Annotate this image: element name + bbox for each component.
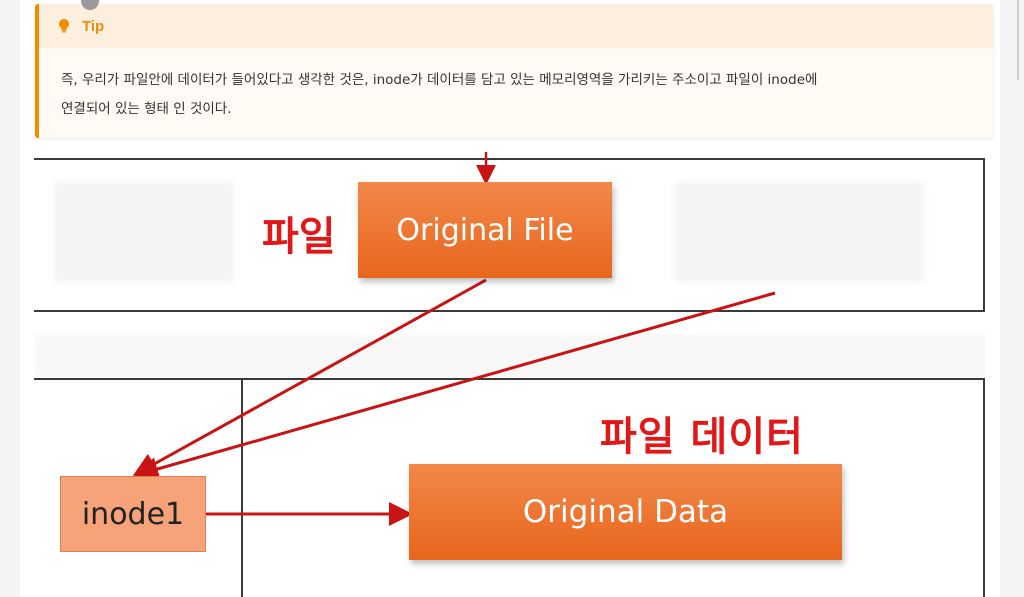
tip-text-line-1: 즉, 우리가 파일안에 데이터가 들어있다고 생각한 것은, inode가 데이… — [61, 72, 818, 88]
scrollbar-thumb[interactable] — [1017, 0, 1019, 80]
lightbulb-icon — [57, 18, 73, 34]
file-label: 파일 — [262, 214, 336, 260]
blurred-background-box — [54, 182, 234, 282]
tip-callout: Tip 즉, 우리가 파일안에 데이터가 들어있다고 생각한 것은, inode… — [35, 4, 993, 138]
scroll-handle[interactable] — [81, 0, 99, 10]
file-to-inode-arrow — [132, 278, 487, 476]
bottom-panel-border — [34, 378, 985, 597]
right-scrollbar[interactable] — [1000, 0, 1024, 597]
diagram-lines — [34, 152, 985, 597]
original-file-box: Original File — [358, 182, 612, 278]
left-gutter — [0, 0, 20, 597]
original-data-box: Original Data — [409, 464, 842, 560]
inode-box: inode1 — [60, 476, 206, 552]
blurred-background-box — [674, 182, 924, 282]
top-panel-border — [34, 158, 985, 312]
link-to-inode-arrow — [134, 291, 776, 481]
tip-header: Tip — [39, 4, 993, 48]
tip-title: Tip — [82, 17, 105, 35]
tip-text-line-2: 연결되어 있는 형태 인 것이다. — [61, 101, 232, 117]
tip-body: 즉, 우리가 파일안에 데이터가 들어있다고 생각한 것은, inode가 데이… — [39, 48, 993, 124]
inode-diagram: 파일 Original File 파일 데이터 inode1 Original … — [34, 152, 986, 597]
file-data-label: 파일 데이터 — [600, 414, 804, 460]
section-gap — [34, 334, 986, 378]
